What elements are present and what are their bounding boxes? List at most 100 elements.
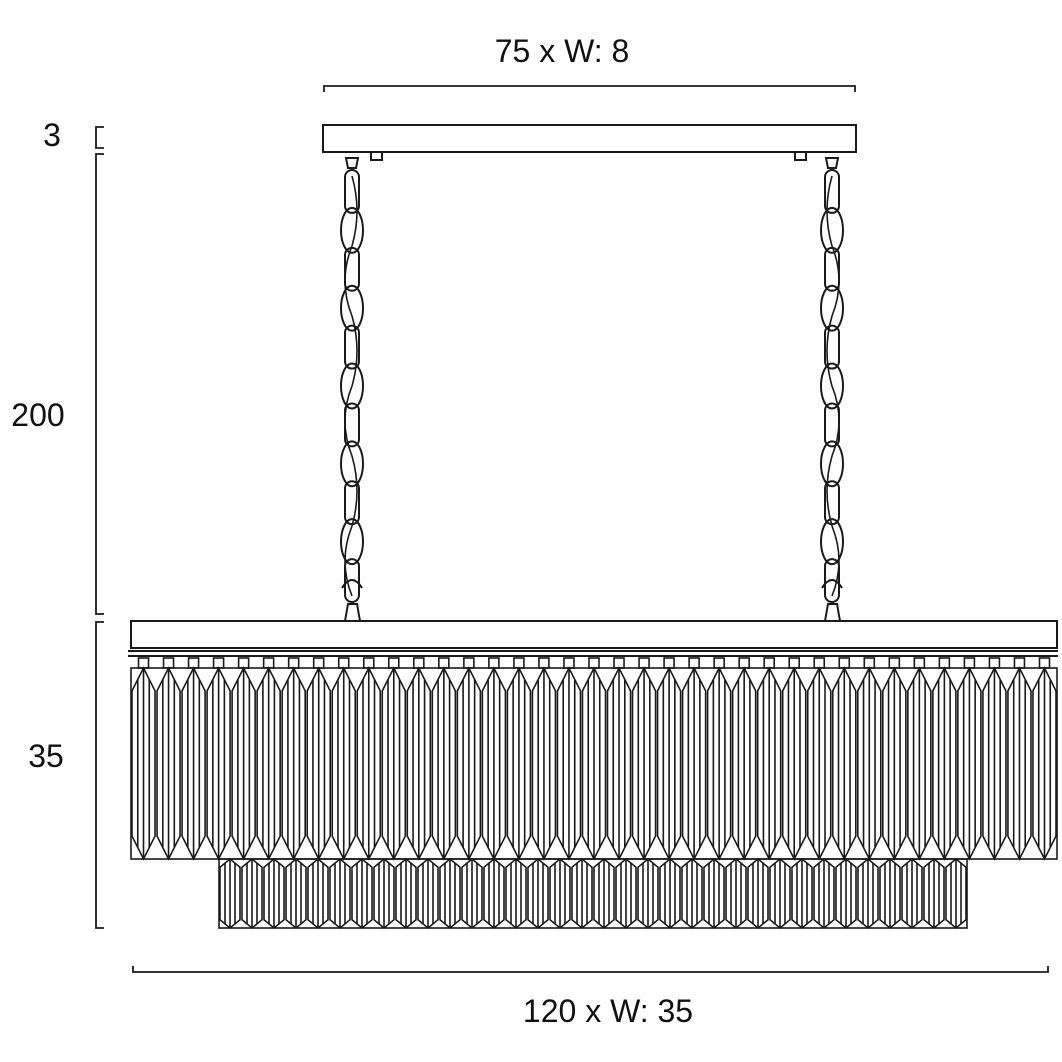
crystal-prism [531,666,557,861]
chain-hook-left [344,603,361,622]
crystal-prism [656,666,682,861]
drop-length-label: 200 [11,397,64,433]
crystal-prism [306,666,332,861]
crystal-prism [431,666,457,861]
crystal-prism [631,666,657,861]
body-height-label: 35 [28,738,64,774]
crystal-tier-lower [218,857,968,930]
chain-link-icon [824,169,840,214]
crystal-prism [549,857,571,930]
chain-right [820,157,844,603]
canopy-dimension-label: 75 x W: 8 [495,33,630,69]
crystal-prism [725,857,747,930]
crystal-prism [256,666,281,861]
crystal-tier-upper [130,657,1058,861]
crystal-prism [731,666,757,861]
chandelier-frame [128,603,1058,657]
suspension-chains [340,157,844,603]
crystal-prism [281,666,306,861]
crystal-prism [681,857,703,930]
chain-link-icon [820,206,844,254]
canopy-plate [322,124,857,153]
body-width-bracket [132,966,1049,973]
chain-link-icon [340,206,364,254]
crystal-prism [556,666,582,861]
body-height-bracket [95,621,104,929]
crystal-prism [659,857,681,930]
crystal-prism [373,857,395,930]
chain-end-icon [341,579,363,589]
crystal-prism [857,857,879,930]
lower-tier-outline [218,858,968,929]
frame-top-band [130,620,1058,649]
crystal-prism [756,666,782,861]
crystal-prism [439,857,461,930]
chain-left [340,157,364,603]
chain-link-icon [820,362,844,410]
drop-length-bracket [95,153,104,615]
canopy-screw-right [794,151,807,161]
chain-link-icon [344,246,360,292]
dimension-lines [95,85,1049,973]
crystal-prism [381,666,407,861]
crystal-prism [571,857,593,930]
crystal-prism [231,666,256,861]
power-cord [344,175,358,597]
crystal-prism [285,857,307,930]
crystal-prism [527,857,549,930]
crystal-prism [505,857,527,930]
crystal-prism [456,666,482,861]
chain-link-icon [344,324,360,370]
crystal-prism [241,857,263,930]
crystal-prism [331,666,357,861]
crystal-prism [156,666,181,861]
crystal-prism [351,857,373,930]
crystal-prism [706,666,732,861]
crystal-prism [615,857,637,930]
crystal-prism [882,666,907,861]
crystal-prism [181,666,206,861]
crystal-prism [957,666,982,861]
chain-link-icon [820,440,844,488]
canopy-screw-left [370,151,383,161]
chain-link-icon [824,246,840,292]
crystal-prism [483,857,505,930]
crystal-prism [356,666,382,861]
crystal-prism [747,857,769,930]
crystal-prism [813,857,835,930]
crystal-prism [806,666,832,861]
canopy-height-bracket [95,126,104,149]
crystal-prism [461,857,483,930]
crystal-prism [329,857,351,930]
crystal-prism [781,666,807,861]
crystal-prism [982,666,1007,861]
chain-link-icon [340,518,364,566]
chain-end-icon [821,579,843,589]
crystal-prism [417,857,439,930]
crystal-prism [791,857,813,930]
crystal-prism [481,666,507,861]
chain-link-icon [344,169,360,214]
chain-link-icon [820,518,844,566]
crystal-prism [932,666,957,861]
chain-hanger-icon [344,157,360,169]
crystal-prism [923,857,945,930]
crystal-prism [769,857,791,930]
chain-link-icon [340,440,364,488]
chain-link-icon [824,558,840,603]
crystal-prism [593,857,615,930]
canopy-width-bracket [323,85,856,92]
chain-hanger-icon [824,157,840,169]
crystal-prism [879,857,901,930]
crystal-prism [606,666,632,861]
crystal-prism [831,666,857,861]
crystal-prism [506,666,532,861]
chain-link-icon [820,284,844,332]
crystal-prism [1007,666,1032,861]
chain-link-icon [340,284,364,332]
crystal-prism [901,857,923,930]
crystal-prism [219,857,241,930]
crystal-prism [131,666,156,861]
crystal-prism [581,666,607,861]
